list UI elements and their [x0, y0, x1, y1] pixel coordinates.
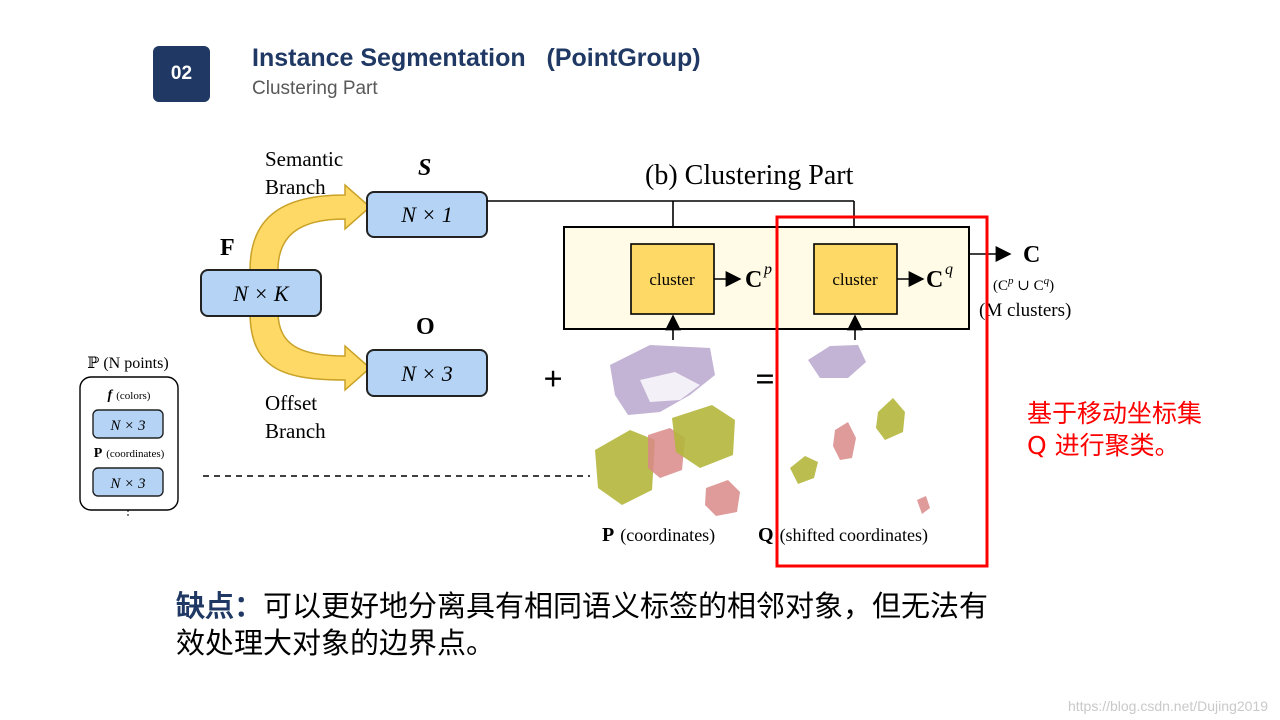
- s-label: S: [418, 155, 431, 181]
- conclusion-text: 缺点：可以更好地分离具有相同语义标签的相邻对象，但无法有 效处理大对象的边界点。: [176, 588, 988, 662]
- o-box-text: N × 3: [400, 361, 453, 386]
- f-box-text: N × K: [232, 281, 290, 306]
- points-panel-label: ℙ (N points): [87, 355, 168, 372]
- colors-label: f(colors): [108, 388, 151, 403]
- semantic-branch-label-line1: Semantic: [265, 147, 343, 171]
- cluster-p-box: [630, 243, 715, 315]
- conclusion-line-2: 效处理大对象的边界点。: [176, 626, 496, 660]
- slide-subtitle: Clustering Part: [252, 78, 378, 99]
- conclusion-label: 缺点：: [176, 589, 264, 623]
- annotation-line-2: Q 进行聚类。: [1027, 431, 1180, 460]
- c-union-label: (Cp ∪ Cq): [993, 275, 1054, 294]
- offset-branch-arrow: [249, 311, 372, 392]
- slide-title: Instance Segmentation (PointGroup): [252, 44, 701, 72]
- p-coordinates-caption: P(coordinates): [602, 524, 715, 546]
- cluster-q-box: [813, 243, 898, 315]
- cq-label: C: [926, 267, 943, 293]
- watermark: https://blog.csdn.net/Dujing2019: [1067, 698, 1268, 714]
- cp-superscript: p: [763, 261, 772, 278]
- f-box: [200, 269, 322, 317]
- colors-box-text: N × 3: [109, 418, 145, 434]
- c-output-label: C: [1023, 242, 1040, 268]
- coordinates-box-text: N × 3: [109, 476, 145, 492]
- coordinates-box: [92, 467, 164, 497]
- clustering-part-heading: (b) Clustering Part: [645, 160, 854, 191]
- o-label: O: [416, 314, 435, 340]
- m-clusters-label: (M clusters): [979, 300, 1071, 321]
- cp-label: C: [745, 267, 762, 293]
- red-annotation: 基于移动坐标集 Q 进行聚类。: [1027, 398, 1202, 462]
- section-number-badge: 02: [153, 46, 210, 102]
- clustering-panel: [563, 226, 970, 330]
- equals-sign: =: [755, 361, 774, 398]
- highlight-rectangle: [775, 215, 989, 568]
- semantic-branch-arrow: [249, 183, 372, 271]
- p-point-cloud-image: [595, 345, 740, 516]
- annotation-line-1: 基于移动坐标集: [1027, 399, 1203, 428]
- o-box: [366, 349, 488, 397]
- offset-branch-label-line2: Branch: [265, 419, 326, 443]
- cluster-p-text: cluster: [649, 270, 695, 289]
- cq-superscript: q: [945, 261, 953, 278]
- plus-sign: +: [543, 361, 562, 398]
- offset-branch-label-line1: Offset: [265, 391, 317, 415]
- q-coordinates-caption: Q(shifted coordinates): [758, 524, 928, 546]
- s-box-text: N × 1: [400, 202, 453, 227]
- s-box: [366, 191, 488, 238]
- f-label: F: [220, 235, 235, 261]
- conclusion-line-1: 可以更好地分离具有相同语义标签的相邻对象，但无法有: [263, 589, 989, 623]
- q-point-cloud-image: [790, 345, 930, 514]
- coordinates-label: P(coordinates): [94, 446, 165, 461]
- cluster-q-text: cluster: [832, 270, 878, 289]
- semantic-branch-label-line2: Branch: [265, 175, 326, 199]
- colors-box: [92, 409, 164, 439]
